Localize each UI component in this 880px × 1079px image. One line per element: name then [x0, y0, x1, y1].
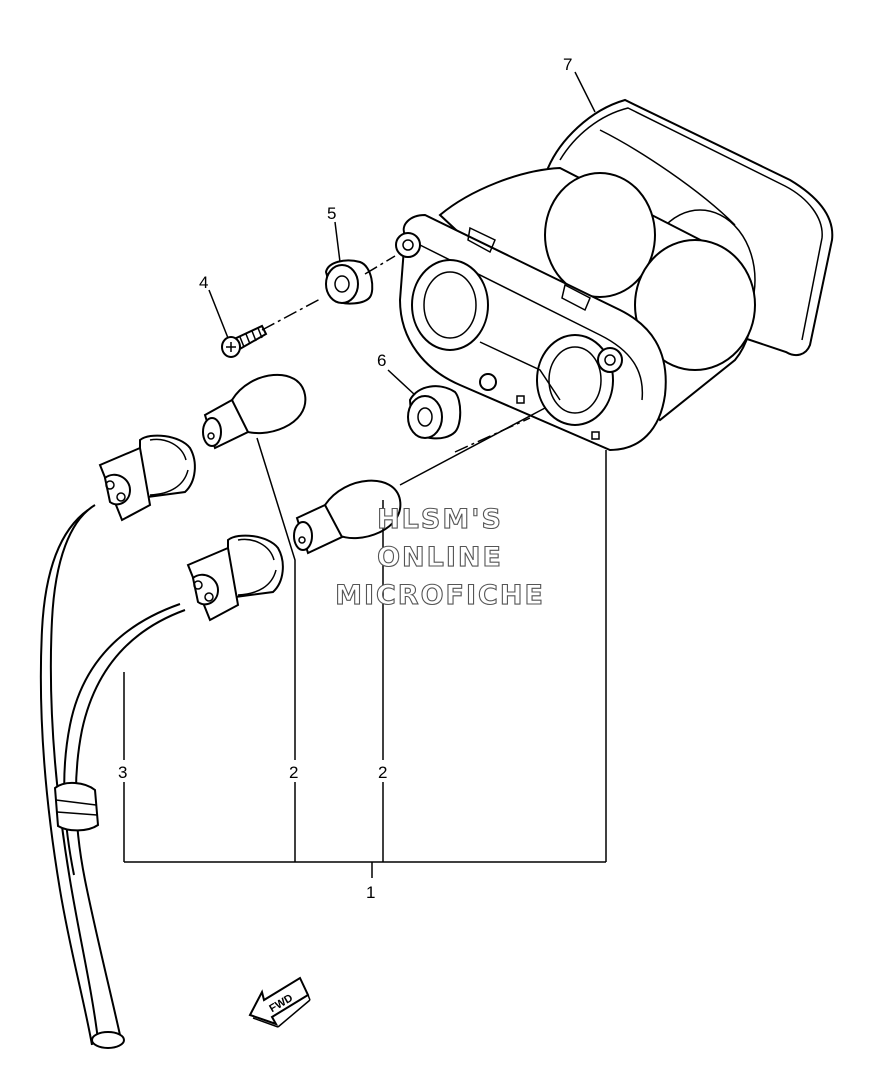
grommet-part-6 — [407, 385, 462, 440]
watermark-line-2: ONLINE — [377, 542, 503, 573]
callout-2-left: 2 — [289, 763, 298, 782]
watermark-line-1: HLSM'S — [377, 504, 503, 535]
callout-7: 7 — [563, 55, 572, 74]
forward-direction-arrow: FWD — [248, 976, 311, 1028]
callout-5: 5 — [327, 204, 336, 223]
callout-4: 4 — [199, 273, 208, 292]
callout-1: 1 — [366, 883, 375, 902]
grommet-part-5 — [324, 259, 374, 305]
leader-lines — [123, 71, 607, 878]
watermark-line-3: MICROFICHE — [335, 580, 545, 611]
callout-6: 6 — [377, 351, 386, 370]
socket-harness-part-3 — [39, 434, 284, 1049]
callout-2-right: 2 — [378, 763, 387, 782]
screw-part-4 — [221, 324, 268, 358]
callout-3: 3 — [118, 763, 127, 782]
bulb-part-2-upper — [202, 373, 307, 450]
bulb-part-2-lower — [293, 479, 402, 555]
alignment-lines — [261, 255, 546, 486]
watermark: HLSM'S ONLINE MICROFICHE — [335, 503, 545, 611]
tail-light-housing — [395, 166, 756, 452]
